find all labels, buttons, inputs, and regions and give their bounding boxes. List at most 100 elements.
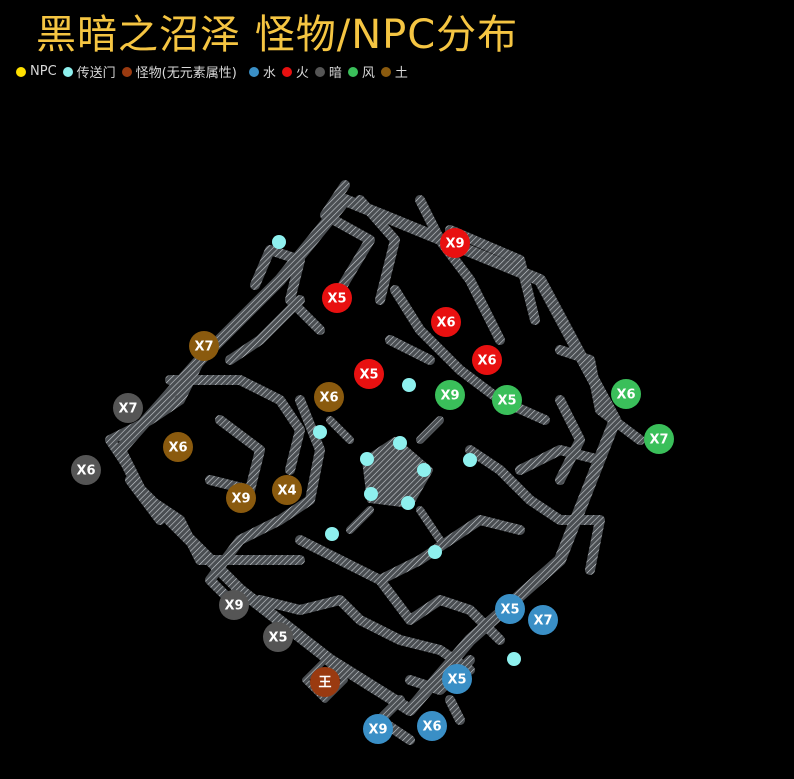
monster-marker: X6 xyxy=(417,711,447,741)
monster-marker: X7 xyxy=(189,331,219,361)
monster-marker-dot xyxy=(528,605,558,635)
monster-marker-label: X6 xyxy=(436,316,455,331)
portal-layer xyxy=(272,235,521,666)
legend-swatch xyxy=(347,66,358,77)
monster-marker-dot xyxy=(310,667,340,697)
monster-marker-label: X6 xyxy=(422,720,441,735)
legend-swatch xyxy=(62,66,73,77)
monster-marker: 王 xyxy=(310,667,340,697)
legend-item-earth: 土 xyxy=(380,62,408,81)
legend-swatch xyxy=(281,66,292,77)
monster-marker-dot xyxy=(226,483,256,513)
monster-marker-dot xyxy=(442,664,472,694)
monster-marker: X6 xyxy=(314,382,344,412)
monster-marker-label: X9 xyxy=(445,237,464,252)
monster-marker: X9 xyxy=(219,590,249,620)
monster-marker-dot xyxy=(272,475,302,505)
legend-swatch xyxy=(314,66,325,77)
monster-marker: X5 xyxy=(492,385,522,415)
monster-marker-dot xyxy=(163,432,193,462)
monster-marker-dot xyxy=(440,228,470,258)
monster-marker: X6 xyxy=(472,345,502,375)
portal-icon xyxy=(272,235,286,249)
map-terrain xyxy=(105,180,645,745)
monster-marker: X6 xyxy=(71,455,101,485)
monster-marker-label: 王 xyxy=(318,676,331,691)
monster-marker-label: X9 xyxy=(440,389,459,404)
legend-item-wind: 风 xyxy=(347,62,375,81)
monster-marker: X4 xyxy=(272,475,302,505)
monster-marker-label: X6 xyxy=(319,391,338,406)
portal-icon xyxy=(364,487,378,501)
legend-label: 火 xyxy=(295,66,309,81)
legend-item-fire: 火 xyxy=(281,62,309,81)
legend-swatch xyxy=(121,66,132,77)
monster-marker-dot xyxy=(71,455,101,485)
monster-marker-dot xyxy=(644,424,674,454)
legend-item-monster: 怪物(无元素属性) xyxy=(121,62,237,81)
monster-marker-dot xyxy=(263,622,293,652)
portal-icon xyxy=(325,527,339,541)
portal-icon xyxy=(428,545,442,559)
portal-icon xyxy=(393,436,407,450)
portal-icon xyxy=(401,496,415,510)
monster-marker-label: X6 xyxy=(76,464,95,479)
monster-marker-label: X9 xyxy=(368,723,387,738)
monster-marker: X9 xyxy=(226,483,256,513)
monster-marker-label: X5 xyxy=(268,631,287,646)
monster-marker: X9 xyxy=(363,714,393,744)
legend-label: 水 xyxy=(262,66,276,81)
monster-marker-dot xyxy=(354,359,384,389)
monster-marker-dot xyxy=(417,711,447,741)
legend-label: 怪物(无元素属性) xyxy=(135,66,237,81)
legend-label: 传送门 xyxy=(76,66,116,81)
monster-marker-dot xyxy=(219,590,249,620)
portal-icon xyxy=(417,463,431,477)
monster-marker-label: X6 xyxy=(616,388,635,403)
monster-marker-label: X7 xyxy=(649,433,668,448)
legend-swatch xyxy=(380,66,391,77)
monster-marker-dot xyxy=(611,379,641,409)
page-title: 黑暗之沼泽 怪物/NPC分布 xyxy=(36,12,519,58)
monster-marker: X7 xyxy=(528,605,558,635)
legend-item-portal: 传送门 xyxy=(62,62,116,81)
monster-marker-label: X7 xyxy=(118,402,137,417)
monster-marker-label: X6 xyxy=(477,354,496,369)
monster-marker-label: X7 xyxy=(194,340,213,355)
monster-marker-label: X5 xyxy=(447,673,466,688)
legend-item-npc: NPC xyxy=(16,64,57,79)
monster-marker-label: X9 xyxy=(224,599,243,614)
monster-marker-label: X4 xyxy=(277,484,296,499)
monster-marker: X9 xyxy=(435,380,465,410)
monster-marker: X5 xyxy=(442,664,472,694)
portal-icon xyxy=(463,453,477,467)
monster-marker-dot xyxy=(472,345,502,375)
monster-marker-dot xyxy=(431,307,461,337)
monster-marker: X5 xyxy=(263,622,293,652)
monster-marker-label: X5 xyxy=(327,292,346,307)
monster-marker: X5 xyxy=(354,359,384,389)
monster-marker: X6 xyxy=(163,432,193,462)
monster-marker: X5 xyxy=(322,283,352,313)
monster-marker-dot xyxy=(113,393,143,423)
legend-label: 土 xyxy=(394,66,408,81)
monster-marker-label: X5 xyxy=(500,603,519,618)
legend: NPC 传送门 怪物(无元素属性) 水 火 暗 风 土 xyxy=(16,62,414,81)
monster-marker-dot xyxy=(314,382,344,412)
monster-marker-dot xyxy=(363,714,393,744)
portal-icon xyxy=(313,425,327,439)
monster-marker: X7 xyxy=(644,424,674,454)
monster-marker: X9 xyxy=(440,228,470,258)
monster-marker-dot xyxy=(435,380,465,410)
monster-marker-label: X5 xyxy=(497,394,516,409)
monster-marker: X7 xyxy=(113,393,143,423)
monster-marker-label: X9 xyxy=(231,492,250,507)
legend-label: 风 xyxy=(361,66,375,81)
monster-marker-dot xyxy=(492,385,522,415)
monster-marker-dot xyxy=(189,331,219,361)
monster-marker: X6 xyxy=(611,379,641,409)
monster-marker-dot xyxy=(322,283,352,313)
legend-item-water: 水 xyxy=(248,62,276,81)
